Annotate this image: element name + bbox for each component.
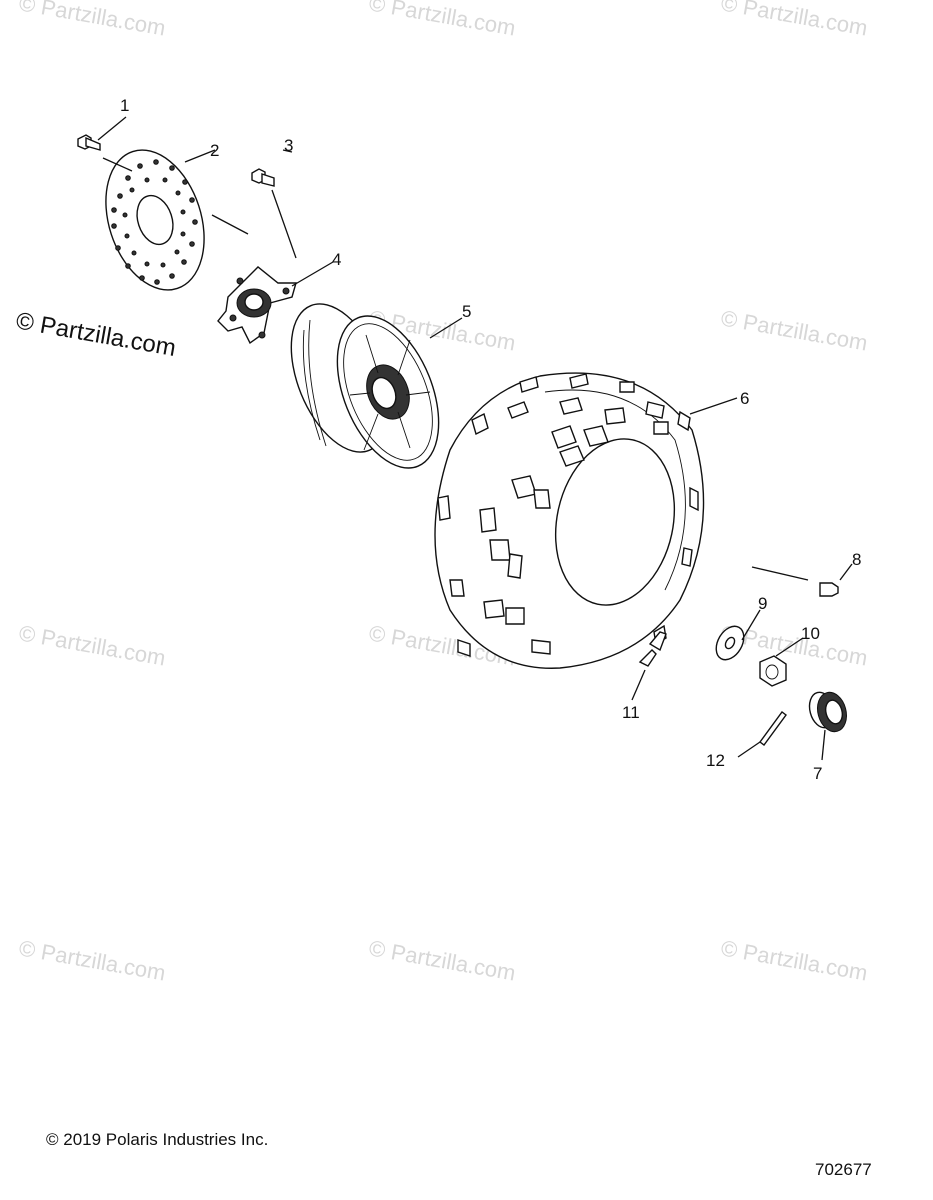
part-11-valve-stem[interactable]: [638, 631, 667, 667]
part-9-washer[interactable]: [711, 621, 750, 664]
part-7-cap[interactable]: [806, 689, 851, 735]
callout-9: 9: [758, 594, 767, 613]
part-4-hub[interactable]: [217, 266, 297, 345]
callout-3: 3: [284, 136, 293, 155]
part-6-tire[interactable]: [434, 372, 705, 669]
callouts: 1 2 3 4 5 6 8 9 10 11 12 7: [120, 96, 861, 783]
part-3-bolt[interactable]: [251, 168, 275, 187]
part-10-nut[interactable]: [759, 655, 787, 687]
part-8-stud[interactable]: [819, 582, 839, 597]
callout-4: 4: [332, 250, 341, 269]
leader-lines: [97, 116, 853, 761]
callout-2: 2: [210, 141, 219, 160]
callout-7: 7: [813, 764, 822, 783]
watermark-prominent: © Partzilla.com: [14, 307, 178, 362]
part-1-bolt[interactable]: [77, 134, 101, 151]
watermark: © Partzilla.com: [719, 305, 869, 355]
callout-11: 11: [622, 703, 640, 722]
part-12-cotter-pin[interactable]: [759, 711, 787, 746]
callout-12: 12: [706, 751, 725, 770]
watermark: © Partzilla.com: [367, 0, 517, 41]
part-5-wheel-rim[interactable]: [272, 290, 459, 483]
watermark: © Partzilla.com: [719, 935, 869, 985]
callout-5: 5: [462, 302, 471, 321]
watermark: © Partzilla.com: [17, 620, 167, 670]
diagram-number: 702677: [815, 1160, 872, 1179]
callout-1: 1: [120, 96, 129, 115]
watermark: © Partzilla.com: [367, 935, 517, 985]
callout-8: 8: [852, 550, 861, 569]
part-2-brake-disc[interactable]: [89, 137, 221, 302]
copyright-notice: © 2019 Polaris Industries Inc.: [46, 1130, 269, 1149]
watermark: © Partzilla.com: [17, 935, 167, 985]
watermark: © Partzilla.com: [719, 0, 869, 41]
callout-6: 6: [740, 389, 749, 408]
callout-10: 10: [801, 624, 820, 643]
watermark: © Partzilla.com: [17, 0, 167, 41]
